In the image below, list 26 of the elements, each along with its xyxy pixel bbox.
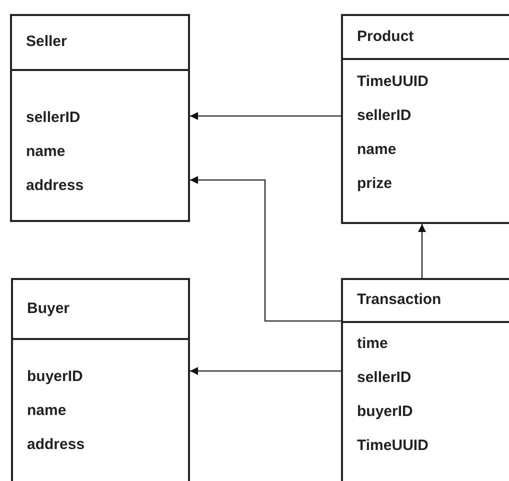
attribute-name: prize xyxy=(356,174,394,194)
entity-box xyxy=(341,278,509,481)
arrow xyxy=(190,367,341,375)
entity-box xyxy=(341,14,509,224)
entity-box xyxy=(11,278,190,481)
attribute-name: sellerID xyxy=(25,108,82,128)
attribute-name: sellerID xyxy=(356,368,412,388)
arrow xyxy=(418,224,426,278)
entity-name: Buyer xyxy=(13,280,188,340)
attribute-name: sellerID xyxy=(356,106,412,126)
attribute-name: buyerID xyxy=(26,367,84,387)
entity-box xyxy=(10,14,190,222)
entity-name: Seller xyxy=(12,16,188,71)
attribute-name: name xyxy=(26,401,68,421)
attribute-name: time xyxy=(356,334,389,354)
attribute-name: buyerID xyxy=(356,402,414,422)
arrow xyxy=(190,176,341,322)
attribute-name: TimeUUID xyxy=(356,72,430,92)
entity-name: Product xyxy=(343,16,509,60)
attribute-name: address xyxy=(26,435,86,455)
entity-name: Transaction xyxy=(343,280,509,323)
attribute-name: TimeUUID xyxy=(356,436,430,456)
arrow xyxy=(190,112,341,120)
attribute-name: name xyxy=(356,140,398,160)
attribute-name: name xyxy=(25,142,66,162)
attribute-name: address xyxy=(25,176,85,196)
